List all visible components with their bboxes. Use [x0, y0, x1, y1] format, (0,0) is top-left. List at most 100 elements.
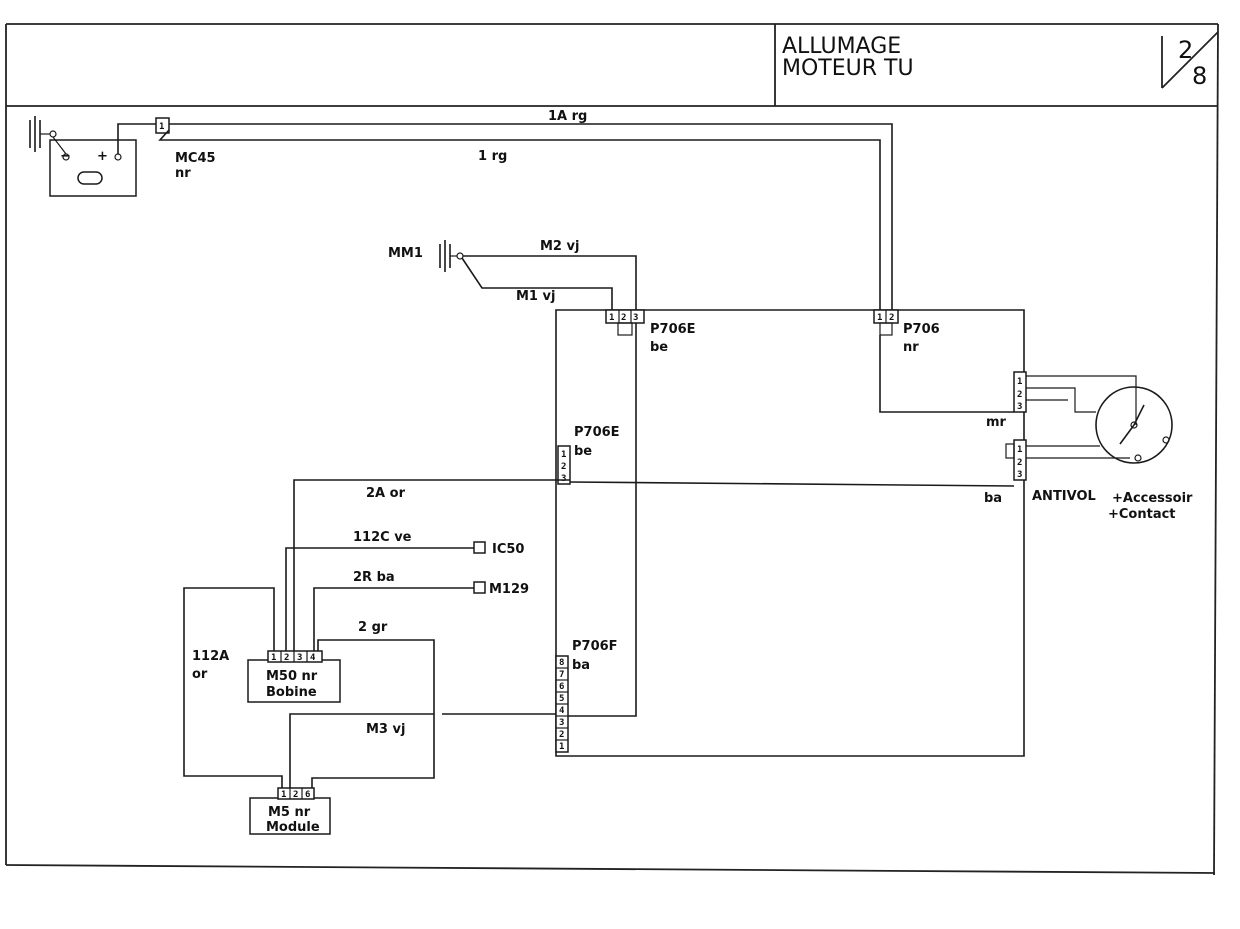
ic50-connector — [473, 541, 486, 554]
p706-color: nr — [903, 340, 919, 355]
svg-text:2: 2 — [1017, 458, 1022, 468]
p706-label: P706 — [903, 322, 940, 337]
antivol-accessoir: +Accessoir — [1112, 491, 1193, 506]
ic50-label: IC50 — [492, 542, 524, 557]
mc45-label: MC45 — [175, 151, 216, 166]
wire-m3-label: M3 vj — [366, 722, 405, 737]
wire-battery-mc45 — [117, 123, 156, 154]
antivol-label: ANTIVOL — [1032, 489, 1096, 504]
p706f-color: ba — [572, 658, 590, 673]
mc45-connector: 1 — [155, 117, 170, 134]
svg-text:3: 3 — [1017, 402, 1022, 412]
svg-text:3: 3 — [1017, 470, 1022, 480]
svg-text:4: 4 — [559, 706, 565, 716]
wire-p706-antivol — [879, 335, 1014, 413]
p706f-connector: 8 7 6 5 4 3 2 1 — [555, 655, 569, 753]
wire-112a-color: or — [192, 667, 208, 682]
svg-text:2: 2 — [293, 790, 298, 800]
svg-text:3: 3 — [633, 313, 638, 323]
p706f-label: P706F — [572, 639, 618, 654]
p706e-mid-connector: 1 2 3 — [557, 445, 571, 485]
svg-text:3: 3 — [559, 718, 564, 728]
wire-1a-rg — [169, 123, 893, 310]
mm1-ground-icon — [439, 240, 464, 272]
svg-text:2: 2 — [889, 313, 894, 323]
wire-2a — [293, 479, 570, 652]
m50-bobine-component: 1 2 3 4 M50 nr Bobine — [247, 650, 341, 703]
wire-112c-label: 112C ve — [353, 530, 412, 545]
svg-text:5: 5 — [559, 694, 564, 704]
svg-text:1: 1 — [271, 653, 276, 663]
wire-2a-label: 2A or — [366, 486, 406, 501]
title-block: ALLUMAGE MOTEUR TU 2 8 — [782, 31, 1219, 90]
ignition-switch-icon — [1026, 375, 1173, 464]
svg-text:2: 2 — [284, 653, 289, 663]
svg-text:1: 1 — [1017, 377, 1022, 387]
antivol-contact: +Contact — [1108, 507, 1176, 522]
m5-name: Module — [266, 820, 320, 835]
svg-text:+: + — [97, 149, 108, 164]
wire-p706e-down — [566, 323, 637, 717]
svg-text:1: 1 — [159, 122, 164, 132]
svg-text:3: 3 — [561, 474, 566, 484]
p706e-top-color: be — [650, 340, 668, 355]
m129-connector — [473, 581, 486, 594]
wire-mr-label: mr — [986, 415, 1007, 430]
battery-icon: − + — [49, 139, 137, 197]
wire-1-rg — [158, 129, 881, 310]
wire-ba-label: ba — [984, 491, 1002, 506]
p706e-top-label: P706E — [650, 322, 696, 337]
svg-text:6: 6 — [305, 790, 310, 800]
wire-m1 — [461, 257, 613, 310]
m5-label: M5 nr — [268, 805, 311, 820]
wire-m3 — [289, 713, 434, 790]
p706e-top-connector: 1 2 3 — [605, 309, 645, 336]
svg-text:3: 3 — [297, 653, 302, 663]
svg-text:8: 8 — [559, 658, 564, 668]
svg-text:6: 6 — [559, 682, 564, 692]
wire-112a-label: 112A — [192, 649, 229, 664]
svg-text:2: 2 — [621, 313, 626, 323]
m129-label: M129 — [489, 582, 529, 597]
battery-ground-icon — [29, 116, 67, 155]
wire-ba — [569, 481, 1015, 487]
page-total: 8 — [1192, 62, 1207, 90]
svg-text:4: 4 — [310, 653, 316, 663]
antivol-connector-bottom: 1 2 3 — [1005, 439, 1027, 481]
wire-m2-label: M2 vj — [540, 239, 579, 254]
p706e-mid-label: P706E — [574, 425, 620, 440]
svg-text:1: 1 — [559, 742, 564, 752]
wire-112c — [285, 547, 474, 652]
page-current: 2 — [1178, 36, 1193, 64]
wire-2r — [313, 587, 474, 652]
m5-module-component: 1 2 6 M5 nr Module — [249, 787, 331, 835]
wire-1-label: 1 rg — [478, 149, 507, 164]
svg-text:1: 1 — [609, 313, 614, 323]
wire-m1-label: M1 vj — [516, 289, 555, 304]
title-line-2: MOTEUR TU — [782, 56, 914, 81]
svg-text:1: 1 — [877, 313, 882, 323]
wire-m2 — [463, 255, 637, 310]
wire-2r-label: 2R ba — [353, 570, 395, 585]
svg-text:2: 2 — [561, 462, 566, 472]
svg-text:7: 7 — [559, 670, 564, 680]
svg-text:2: 2 — [1017, 390, 1022, 400]
m50-name: Bobine — [266, 685, 317, 700]
wire-2-label: 2 gr — [358, 620, 388, 635]
wire-1a-label: 1A rg — [548, 109, 587, 124]
svg-text:−: − — [60, 149, 71, 164]
p706e-mid-color: be — [574, 444, 592, 459]
wire-112a — [183, 587, 283, 790]
page-frame — [5, 23, 1219, 876]
wire-loop — [555, 309, 1025, 757]
antivol-connector-top: 1 2 3 — [1013, 371, 1027, 413]
p706-connector: 1 2 — [873, 309, 899, 336]
mc45-color: nr — [175, 166, 191, 181]
svg-text:2: 2 — [559, 730, 564, 740]
svg-text:1: 1 — [281, 790, 286, 800]
svg-text:1: 1 — [1017, 445, 1022, 455]
svg-text:1: 1 — [561, 450, 566, 460]
wire-2-gr — [311, 639, 435, 790]
m50-label: M50 nr — [266, 669, 318, 684]
